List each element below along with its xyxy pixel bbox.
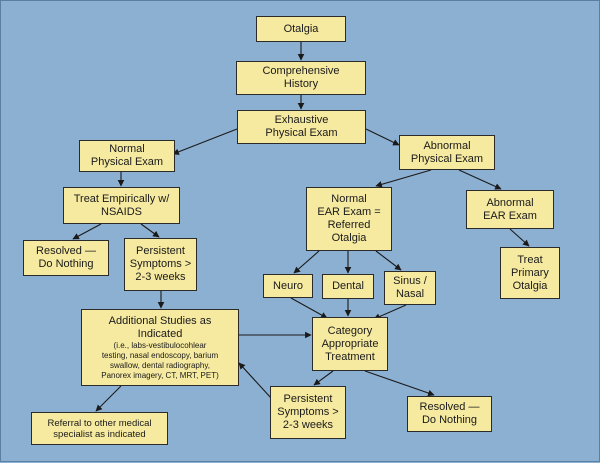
- node-comprehensive-history: Comprehensive History: [236, 61, 366, 95]
- node-treat-empirically-line-2: NSAIDS: [101, 205, 142, 218]
- node-treat-primary-line-1: Treat: [517, 253, 543, 266]
- node-persistent-1-line-1: Persistent: [136, 245, 185, 257]
- node-neuro: Neuro: [263, 274, 313, 298]
- node-sinus-nasal: Sinus / Nasal: [384, 271, 436, 305]
- node-resolved-1-line-1: Resolved —: [36, 245, 96, 257]
- node-dental-line-1: Dental: [332, 280, 364, 292]
- node-studies-line-2: Indicated: [137, 327, 183, 340]
- node-resolved-do-nothing-2: Resolved — Do Nothing: [407, 396, 492, 432]
- node-abnormal-physical-exam: Abnormal Physical Exam: [399, 135, 495, 170]
- edge-persistent-studies-return: [238, 362, 272, 399]
- node-treat-empirically-line-1: Treat Empirically w/: [73, 192, 170, 205]
- node-persistent-2-line-2: Symptoms >: [277, 406, 339, 418]
- node-persistent-1-line-2: Symptoms >: [129, 258, 192, 270]
- node-studies-detail-3: swallow, dental radiography,: [110, 360, 210, 370]
- node-physical-exam-line-1: Exhaustive: [274, 114, 329, 126]
- node-studies-detail-2: testing, nasal endoscopy, barium: [101, 350, 219, 360]
- node-referral-line-2: specialist as indicated: [53, 428, 146, 440]
- node-treat-primary-line-2: Primary: [511, 266, 549, 279]
- node-category-line-1: Category: [327, 324, 373, 337]
- node-exhaustive-physical-exam: Exhaustive Physical Exam: [237, 110, 366, 144]
- edge-category-resolved: [364, 370, 435, 397]
- node-physical-exam-line-2: Physical Exam: [265, 127, 338, 139]
- node-normal-ear-exam: Normal EAR Exam = Referred Otalgia: [306, 187, 392, 251]
- node-persistent-symptoms-1: Persistent Symptoms > 2-3 weeks: [124, 238, 197, 291]
- node-otalgia-line-1: Otalgia: [283, 22, 319, 35]
- node-treat-primary-otalgia: Treat Primary Otalgia: [500, 247, 560, 299]
- edge-sinus-category: [373, 304, 407, 320]
- edge-abnormal-abnormalear: [458, 169, 502, 190]
- node-normal-exam-line-2: Physical Exam: [90, 156, 164, 168]
- node-resolved-2-line-2: Do Nothing: [421, 414, 478, 426]
- node-neuro-line-1: Neuro: [273, 279, 303, 292]
- edge-treat-persistent: [140, 223, 160, 238]
- edge-abnormalear-treatprimary: [509, 228, 530, 247]
- node-normal-ear-line-3: Referred: [327, 219, 371, 231]
- node-history-line-2: History: [283, 78, 319, 90]
- node-resolved-1-line-2: Do Nothing: [38, 258, 94, 270]
- node-normal-ear-line-2: EAR Exam =: [317, 206, 381, 218]
- edge-treat-resolved: [72, 223, 102, 240]
- node-sinus-line-1: Sinus /: [393, 275, 427, 287]
- node-referral-line-1: Referral to other medical: [47, 417, 152, 429]
- node-sinus-line-2: Nasal: [395, 288, 425, 300]
- node-studies-detail-1: (i.e., labs-vestibulocohlear: [113, 340, 207, 350]
- node-studies-line-1: Additional Studies as: [108, 314, 212, 327]
- node-resolved-2-line-1: Resolved —: [419, 401, 480, 413]
- edge-exam-abnormal: [365, 128, 400, 146]
- node-normal-ear-line-1: Normal: [331, 193, 367, 205]
- node-category-appropriate-treatment: Category Appropriate Treatment: [312, 317, 388, 371]
- edge-category-persistent: [313, 370, 334, 386]
- node-persistent-1-line-3: 2-3 weeks: [135, 271, 186, 283]
- node-treat-empirically: Treat Empirically w/ NSAIDS: [63, 187, 180, 224]
- node-normal-physical-exam: Normal Physical Exam: [79, 140, 175, 172]
- edge-studies-referral: [95, 385, 122, 412]
- node-normal-exam-line-1: Normal: [109, 143, 145, 155]
- node-normal-ear-line-4: Otalgia: [331, 232, 367, 244]
- node-category-line-3: Treatment: [325, 350, 375, 363]
- edge-neuro-category: [290, 297, 328, 319]
- node-category-line-2: Appropriate: [321, 337, 379, 350]
- node-persistent-symptoms-2: Persistent Symptoms > 2-3 weeks: [270, 386, 346, 439]
- edge-abnormal-normalear: [375, 169, 432, 188]
- node-abnormal-ear-line-1: Abnormal: [486, 196, 534, 209]
- edge-exam-normal: [172, 128, 238, 155]
- node-dental: Dental: [322, 274, 374, 299]
- edge-normalear-sinus: [375, 250, 402, 271]
- node-abnormal-ear-exam: Abnormal EAR Exam: [466, 190, 554, 229]
- node-treat-primary-line-3: Otalgia: [512, 279, 548, 292]
- node-studies-detail-4: Panorex imagery, CT, MRT, PET): [101, 370, 219, 380]
- node-otalgia: Otalgia: [256, 16, 346, 42]
- node-persistent-2-line-1: Persistent: [283, 393, 333, 405]
- node-additional-studies: Additional Studies as Indicated (i.e., l…: [81, 309, 239, 386]
- node-history-line-1: Comprehensive: [262, 65, 340, 77]
- node-abnormal-exam-line-2: Physical Exam: [410, 152, 484, 165]
- node-abnormal-ear-line-2: EAR Exam: [483, 209, 537, 222]
- node-abnormal-exam-line-1: Abnormal: [423, 139, 471, 152]
- node-persistent-2-line-3: 2-3 weeks: [282, 419, 334, 431]
- edge-normalear-neuro: [293, 250, 320, 274]
- node-resolved-do-nothing-1: Resolved — Do Nothing: [23, 240, 109, 276]
- node-referral-specialist: Referral to other medical specialist as …: [31, 412, 168, 445]
